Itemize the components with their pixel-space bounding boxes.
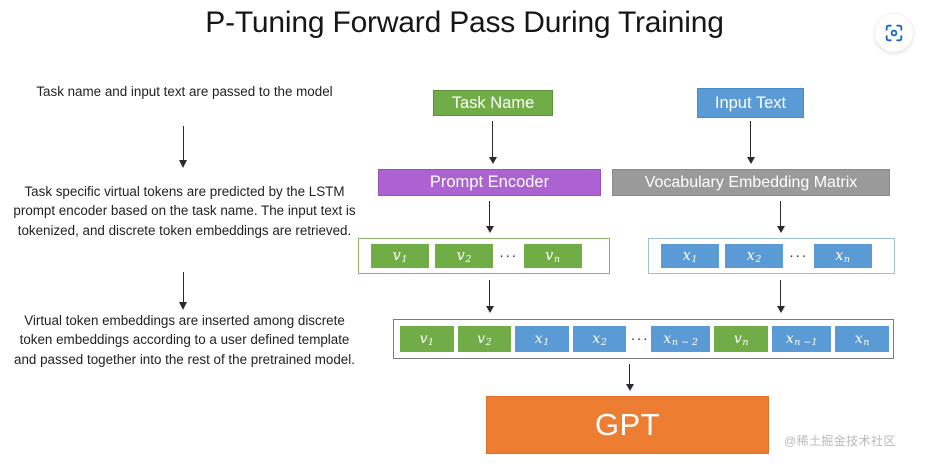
scan-lens-icon — [883, 22, 905, 44]
arrow-prompt-encoder-to-virtual-tokens — [484, 201, 496, 236]
combined-token-ellipsis: ··· — [630, 330, 650, 347]
arrow-task-name-to-prompt-encoder — [487, 121, 499, 167]
arrow-vocab-matrix-to-discrete-tokens — [775, 201, 787, 236]
arrow-virtual-tokens-to-combined — [484, 280, 496, 316]
arrow-combined-to-gpt — [624, 364, 636, 394]
discrete-token-ellipsis: ··· — [789, 247, 808, 264]
page-title: P-Tuning Forward Pass During Training — [205, 6, 724, 39]
arrow-input-text-to-vocab-matrix — [745, 121, 757, 167]
note-arrow-down-1 — [177, 126, 191, 170]
note-embeddings-inserted: Virtual token embeddings are inserted am… — [14, 313, 355, 367]
note-virtual-tokens-predicted: Task specific virtual tokens are predict… — [13, 184, 356, 238]
note-passed-to-model: Task name and input text are passed to t… — [36, 84, 333, 99]
block-task-name[interactable]: Task Name — [433, 90, 553, 116]
block-gpt[interactable]: GPT — [486, 396, 769, 454]
note-arrow-down-2 — [177, 272, 191, 312]
virtual-token-ellipsis: ··· — [499, 247, 518, 264]
arrow-discrete-tokens-to-combined — [775, 280, 787, 316]
scan-lens-button[interactable] — [875, 14, 913, 52]
block-prompt-encoder[interactable]: Prompt Encoder — [378, 169, 601, 196]
watermark: @稀土掘金技术社区 — [784, 434, 896, 448]
block-input-text[interactable]: Input Text — [697, 88, 804, 118]
block-vocabulary-embedding-matrix[interactable]: Vocabulary Embedding Matrix — [612, 169, 890, 196]
